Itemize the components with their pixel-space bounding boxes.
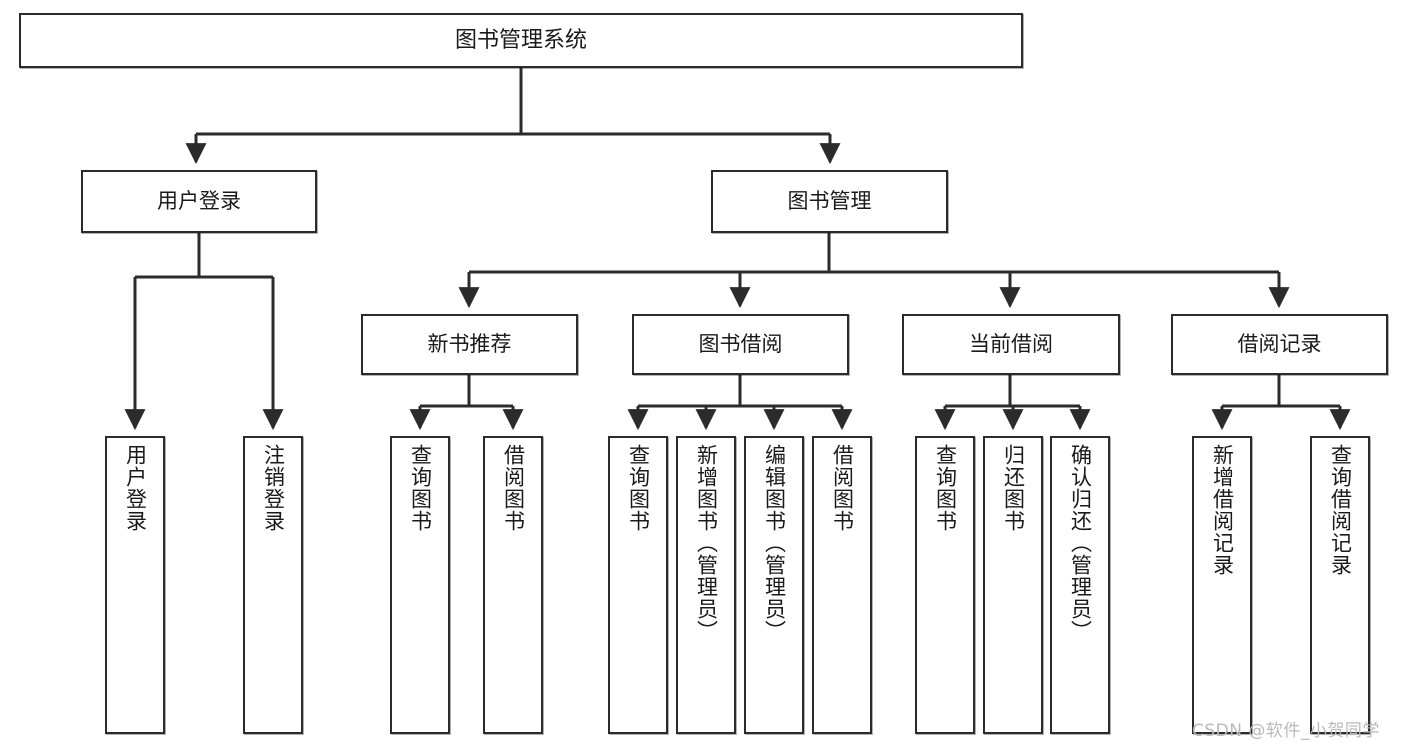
node-root[interactable]: 图书管理系统 (19, 13, 1023, 68)
node-current-borrow-label: 当前借阅 (969, 332, 1053, 357)
node-leaf-logout-login-label: 注销登录 (261, 444, 286, 532)
node-leaf-query-book-3-label: 查询图书 (933, 444, 958, 532)
node-new-book-recommend-label: 新书推荐 (427, 332, 512, 357)
node-borrow-record[interactable]: 借阅记录 (1171, 314, 1388, 375)
node-leaf-add-record[interactable]: 新增借阅记录 (1192, 436, 1252, 734)
node-leaf-query-record-label: 查询借阅记录 (1328, 444, 1353, 576)
node-book-manage[interactable]: 图书管理 (711, 170, 948, 233)
node-leaf-add-book-label: 新增图书（管理员） (694, 444, 719, 642)
node-leaf-query-book-2-label: 查询图书 (626, 444, 651, 532)
csdn-watermark: CSDN @软件_小贺同学 (1192, 721, 1380, 741)
node-leaf-query-book-2[interactable]: 查询图书 (608, 436, 668, 734)
node-leaf-borrow-book-2[interactable]: 借阅图书 (812, 436, 872, 734)
node-root-label: 图书管理系统 (454, 27, 587, 53)
node-leaf-query-record[interactable]: 查询借阅记录 (1310, 436, 1370, 734)
node-leaf-query-book-1-label: 查询图书 (408, 444, 433, 532)
node-book-borrow[interactable]: 图书借阅 (632, 314, 849, 375)
node-borrow-record-label: 借阅记录 (1237, 332, 1322, 357)
node-leaf-borrow-book-2-label: 借阅图书 (830, 444, 855, 532)
node-leaf-return-book-label: 归还图书 (1001, 444, 1026, 532)
node-leaf-add-record-label: 新增借阅记录 (1210, 444, 1235, 576)
node-leaf-logout-login[interactable]: 注销登录 (243, 436, 303, 734)
node-book-borrow-label: 图书借阅 (698, 332, 783, 357)
node-leaf-borrow-book-1-label: 借阅图书 (501, 444, 526, 532)
node-leaf-confirm-return[interactable]: 确认归还（管理员） (1050, 436, 1110, 734)
node-user-login[interactable]: 用户登录 (81, 170, 317, 233)
node-leaf-borrow-book-1[interactable]: 借阅图书 (483, 436, 543, 734)
node-leaf-query-book-1[interactable]: 查询图书 (390, 436, 450, 734)
node-leaf-query-book-3[interactable]: 查询图书 (915, 436, 975, 734)
node-leaf-return-book[interactable]: 归还图书 (983, 436, 1043, 734)
node-user-login-label: 用户登录 (157, 189, 241, 214)
node-new-book-recommend[interactable]: 新书推荐 (361, 314, 578, 375)
node-leaf-user-login-label: 用户登录 (123, 444, 148, 532)
node-leaf-confirm-return-label: 确认归还（管理员） (1068, 444, 1093, 642)
node-leaf-edit-book-label: 编辑图书（管理员） (762, 444, 787, 642)
node-book-manage-label: 图书管理 (787, 189, 872, 214)
node-leaf-add-book[interactable]: 新增图书（管理员） (676, 436, 736, 734)
node-leaf-user-login[interactable]: 用户登录 (105, 436, 165, 734)
node-leaf-edit-book[interactable]: 编辑图书（管理员） (744, 436, 804, 734)
node-current-borrow[interactable]: 当前借阅 (902, 314, 1120, 375)
